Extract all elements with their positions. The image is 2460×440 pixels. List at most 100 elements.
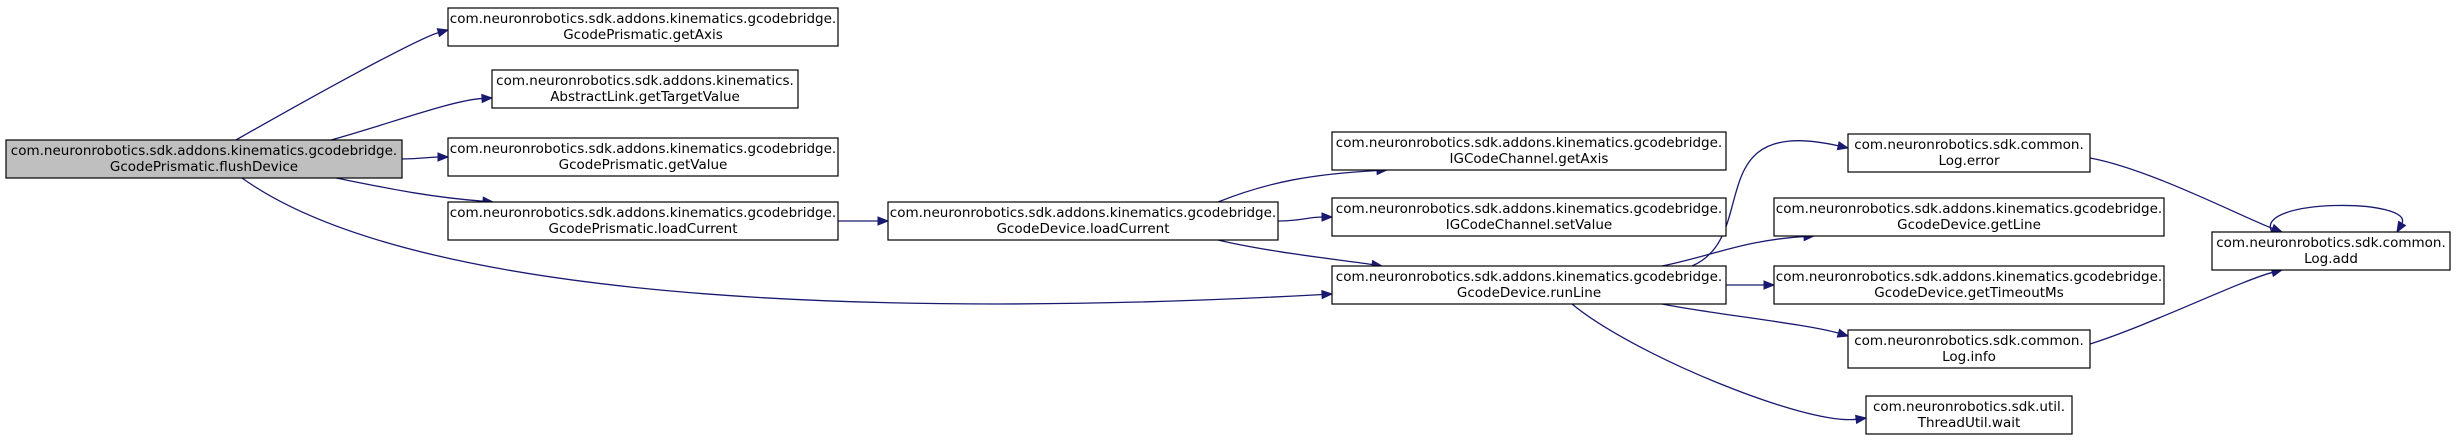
edge-arrowhead — [2396, 220, 2407, 234]
node-box — [2211, 231, 2451, 271]
node-box — [1847, 329, 2091, 369]
edge-flushDevice-to-runLine — [241, 177, 1334, 305]
edge-arrowhead — [481, 93, 494, 104]
node-label-line1: com.neuronrobotics.sdk.addons.kinematics… — [1776, 269, 2162, 285]
edge-line — [1661, 235, 1806, 267]
edge-line — [2269, 204, 2404, 233]
node-label-line1: com.neuronrobotics.sdk.common. — [1854, 333, 2084, 349]
node-box — [1331, 131, 1727, 171]
node-logAdd[interactable]: com.neuronrobotics.sdk.common.Log.add — [2211, 231, 2451, 271]
node-box — [1331, 197, 1727, 237]
node-channelSetValue[interactable]: com.neuronrobotics.sdk.addons.kinematics… — [1331, 197, 1727, 237]
node-label-line1: com.neuronrobotics.sdk.addons.kinematics… — [1776, 201, 2162, 217]
node-threadWait[interactable]: com.neuronrobotics.sdk.util.ThreadUtil.w… — [1865, 395, 2073, 435]
edge-line — [1217, 239, 1374, 266]
edge-arrowhead — [437, 152, 450, 162]
node-label-line2: GcodePrismatic.loadCurrent — [549, 221, 738, 237]
edge-runLine-to-logError — [1691, 140, 1850, 267]
node-box — [447, 137, 839, 177]
node-label-line2: Log.error — [1938, 153, 2000, 169]
edge-arrowhead — [877, 216, 890, 226]
edge-arrowhead — [1763, 280, 1776, 290]
edge-line — [1217, 169, 1379, 203]
edge-deviceLoadCurrent-to-channelGetAxis — [1217, 165, 1389, 203]
node-channelGetAxis[interactable]: com.neuronrobotics.sdk.addons.kinematics… — [1331, 131, 1727, 171]
node-label-line1: com.neuronrobotics.sdk.common. — [2216, 235, 2446, 251]
node-prismaticLoadCurrent[interactable]: com.neuronrobotics.sdk.addons.kinematics… — [447, 201, 839, 241]
edge-arrowhead — [1836, 328, 1850, 338]
node-label-line2: GcodeDevice.getLine — [1897, 217, 2041, 233]
node-label-line1: com.neuronrobotics.sdk.addons.kinematics… — [1336, 135, 1722, 151]
node-box — [447, 201, 839, 241]
edge-arrowhead — [436, 28, 450, 38]
edge-runLine-to-getTimeoutMs — [1726, 280, 1776, 290]
node-label-line1: com.neuronrobotics.sdk.addons.kinematics… — [1336, 201, 1722, 217]
edge-line — [330, 97, 484, 141]
edge-runLine-to-threadWait — [1571, 303, 1868, 425]
node-getTargetValue[interactable]: com.neuronrobotics.sdk.addons.kinematics… — [491, 69, 799, 109]
edge-arrowhead — [1321, 212, 1334, 222]
node-label-line2: ThreadUtil.wait — [1917, 415, 2021, 431]
node-label-line2: GcodePrismatic.getValue — [559, 157, 728, 173]
node-label-line2: GcodePrismatic.flushDevice — [110, 159, 298, 175]
node-logInfo[interactable]: com.neuronrobotics.sdk.common.Log.info — [1847, 329, 2091, 369]
node-label-line1: com.neuronrobotics.sdk.addons.kinematics… — [1336, 269, 1722, 285]
edge-line — [1661, 303, 1840, 335]
edge-flushDevice-to-getTargetValue — [330, 93, 494, 141]
edge-runLine-to-logInfo — [1661, 303, 1850, 338]
edge-line — [235, 31, 440, 141]
node-getTimeoutMs[interactable]: com.neuronrobotics.sdk.addons.kinematics… — [1773, 265, 2165, 305]
nodes-layer: com.neuronrobotics.sdk.addons.kinematics… — [5, 7, 2451, 435]
edge-flushDevice-to-prismaticLoadCurrent — [335, 177, 495, 206]
node-box — [447, 7, 839, 47]
node-label-line1: com.neuronrobotics.sdk.addons.kinematics… — [450, 141, 836, 157]
node-label-line2: IGCodeChannel.getAxis — [1450, 151, 1609, 167]
node-label-line1: com.neuronrobotics.sdk.addons.kinematics… — [496, 73, 794, 89]
edge-line — [2089, 271, 2274, 345]
node-label-line1: com.neuronrobotics.sdk.addons.kinematics… — [450, 205, 836, 221]
node-box — [1847, 133, 2091, 173]
edge-line — [2089, 157, 2274, 230]
node-runLine[interactable]: com.neuronrobotics.sdk.addons.kinematics… — [1331, 265, 1727, 305]
edge-deviceLoadCurrent-to-runLine — [1217, 239, 1384, 270]
node-label-line1: com.neuronrobotics.sdk.common. — [1854, 137, 2084, 153]
node-label-line1: com.neuronrobotics.sdk.util. — [1873, 399, 2065, 415]
node-box — [491, 69, 799, 109]
node-box — [1331, 265, 1727, 305]
edge-line — [241, 177, 1324, 305]
edge-line — [1571, 303, 1858, 421]
edge-flushDevice-to-getAxis — [235, 28, 450, 141]
node-box — [887, 201, 1279, 241]
node-label-line2: AbstractLink.getTargetValue — [550, 89, 740, 105]
node-label-line2: IGCodeChannel.setValue — [1446, 217, 1612, 233]
node-label-line2: Log.info — [1942, 349, 1996, 365]
node-label-line1: com.neuronrobotics.sdk.addons.kinematics… — [890, 205, 1276, 221]
node-deviceLoadCurrent[interactable]: com.neuronrobotics.sdk.addons.kinematics… — [887, 201, 1279, 241]
edges-layer — [235, 28, 2407, 425]
node-box — [1865, 395, 2073, 435]
edge-runLine-to-getLine — [1661, 231, 1816, 267]
edge-logAdd-to-logAdd — [2269, 204, 2407, 234]
node-getLine[interactable]: com.neuronrobotics.sdk.addons.kinematics… — [1773, 197, 2165, 237]
edge-prismaticLoadCurrent-to-deviceLoadCurrent — [838, 216, 890, 226]
node-logError[interactable]: com.neuronrobotics.sdk.common.Log.error — [1847, 133, 2091, 173]
edge-flushDevice-to-getValue — [401, 152, 450, 162]
node-label-line1: com.neuronrobotics.sdk.addons.kinematics… — [11, 143, 397, 159]
node-box — [1773, 265, 2165, 305]
edge-line — [401, 156, 440, 160]
edge-arrowhead — [1836, 141, 1850, 151]
node-getValue[interactable]: com.neuronrobotics.sdk.addons.kinematics… — [447, 137, 839, 177]
edge-deviceLoadCurrent-to-channelSetValue — [1277, 212, 1334, 222]
node-label-line2: GcodeDevice.loadCurrent — [996, 221, 1169, 237]
node-label-line2: GcodeDevice.runLine — [1457, 285, 1601, 301]
edge-line — [1691, 140, 1840, 267]
node-getAxis[interactable]: com.neuronrobotics.sdk.addons.kinematics… — [447, 7, 839, 47]
edge-arrowhead — [1321, 289, 1334, 300]
node-label-line2: GcodePrismatic.getAxis — [563, 27, 723, 43]
node-label-line1: com.neuronrobotics.sdk.addons.kinematics… — [450, 11, 836, 27]
node-label-line2: Log.add — [2304, 251, 2358, 267]
edge-line — [1277, 216, 1324, 222]
node-box — [1773, 197, 2165, 237]
node-label-line2: GcodeDevice.getTimeoutMs — [1874, 285, 2063, 301]
